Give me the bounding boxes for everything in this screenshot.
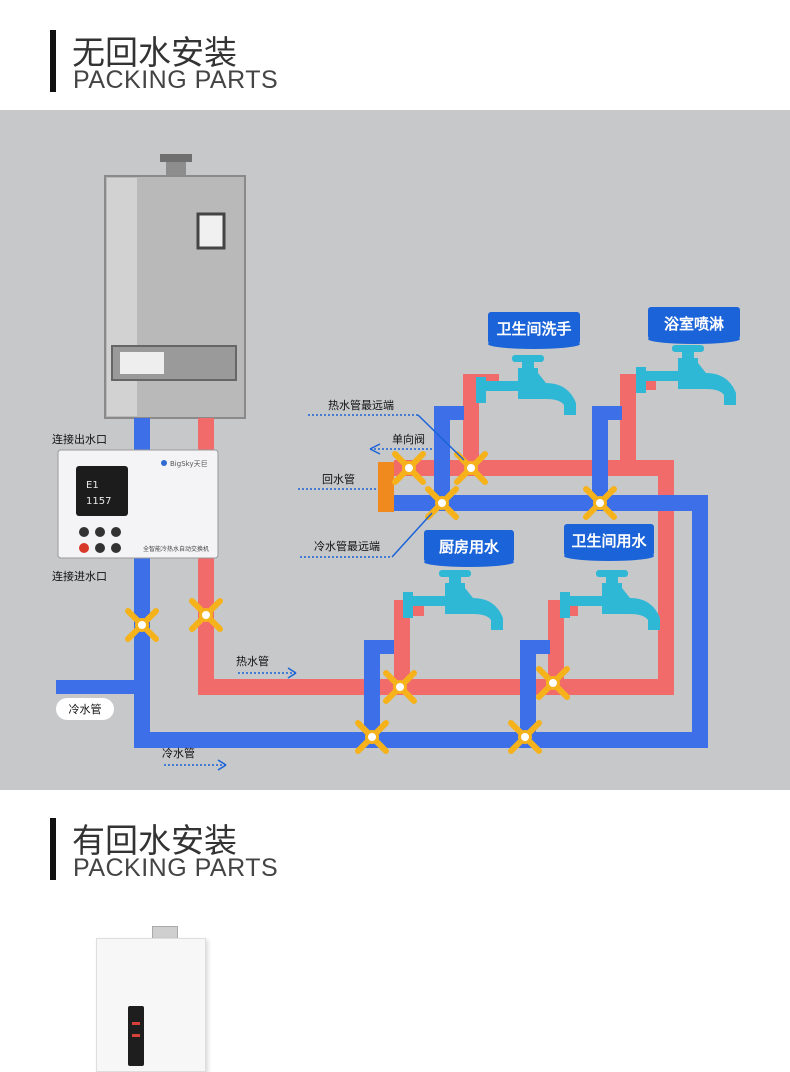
installation-diagram: 卫生间洗手 浴室喷淋 厨房用水 卫生间用水 E1 1157 BigSky天巨 全… [0, 110, 790, 790]
tag-shower: 浴室喷淋 [648, 307, 740, 344]
label-check-valve: 单向阀 [369, 432, 432, 455]
water-heater [104, 154, 246, 419]
cold-upper-branch [394, 495, 708, 511]
cold-riser [692, 495, 708, 748]
svg-text:E1: E1 [86, 480, 99, 491]
hot-riser [658, 460, 674, 695]
svg-text:单向阀: 单向阀 [392, 432, 425, 446]
svg-text:卫生间洗手: 卫生间洗手 [496, 320, 571, 338]
svg-text:冷水管: 冷水管 [69, 702, 102, 716]
label-outlet: 连接出水口 [52, 432, 107, 446]
cold-main-pipe [134, 732, 708, 748]
tag-kitchen: 厨房用水 [424, 530, 514, 567]
section-title-en: PACKING PARTS [73, 66, 279, 94]
section-title-cn: 无回水安装 [72, 33, 237, 72]
label-cold-far-end: 冷水管最远端 [300, 512, 433, 558]
white-water-heater [96, 926, 206, 1072]
svg-text:1157: 1157 [86, 496, 111, 507]
brand-logo-icon [161, 460, 167, 466]
svg-text:冷水管最远端: 冷水管最远端 [314, 539, 380, 553]
label-return-pipe: 回水管 [298, 472, 378, 490]
kitchen-faucet-icon [403, 570, 503, 630]
label-cold-inlet: 冷水管 [56, 698, 114, 720]
label-cold-pipe: 冷水管 [162, 746, 227, 771]
tag-bathroom: 卫生间用水 [564, 524, 654, 561]
svg-text:卫生间用水: 卫生间用水 [571, 532, 647, 550]
hot-main-pipe [198, 679, 674, 695]
header-accent-bar [50, 818, 56, 880]
power-button-icon [79, 543, 89, 553]
svg-text:热水管: 热水管 [236, 654, 269, 668]
svg-text:热水管最远端: 热水管最远端 [328, 398, 394, 412]
section-title-cn: 有回水安装 [72, 821, 237, 860]
svg-text:回水管: 回水管 [322, 472, 355, 486]
return-pipe [378, 462, 394, 512]
label-inlet: 连接进水口 [52, 570, 107, 583]
header-accent-bar [50, 30, 56, 92]
auto-switch-unit: E1 1157 BigSky天巨 全智能冷热水自动交换机 [57, 449, 219, 559]
section-title-en: PACKING PARTS [73, 854, 279, 882]
cold-inlet-pipe [56, 680, 150, 694]
svg-text:厨房用水: 厨房用水 [439, 538, 500, 556]
svg-text:冷水管: 冷水管 [162, 746, 195, 760]
svg-text:全智能冷热水自动交换机: 全智能冷热水自动交换机 [143, 545, 209, 553]
svg-text:BigSky天巨: BigSky天巨 [170, 460, 208, 468]
bathroom-sink-faucet-icon [476, 355, 576, 415]
label-hot-far-end: 热水管最远端 [308, 398, 465, 461]
tag-bathroom-sink: 卫生间洗手 [488, 312, 580, 349]
label-hot-pipe: 热水管 [236, 654, 297, 679]
shower-faucet-icon [636, 345, 736, 405]
plumbing-schematic: 卫生间洗手 浴室喷淋 厨房用水 卫生间用水 E1 1157 BigSky天巨 全… [52, 154, 740, 771]
bathroom-faucet-icon [560, 570, 660, 630]
svg-text:浴室喷淋: 浴室喷淋 [664, 315, 724, 333]
